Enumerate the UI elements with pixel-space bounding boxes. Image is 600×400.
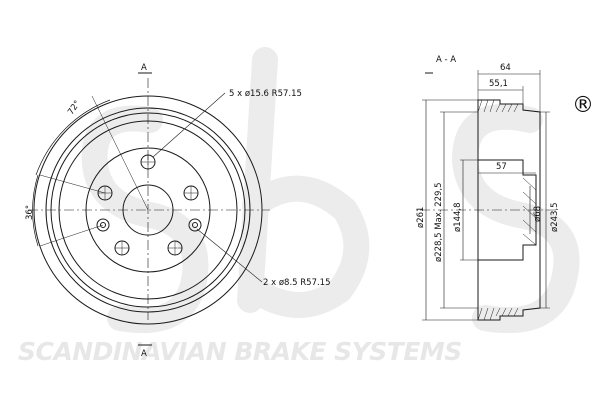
leader-small-holes	[196, 228, 263, 283]
registered-mark: ®	[572, 93, 594, 118]
bolt-hole-small	[100, 222, 106, 228]
sbs-logo-watermark	[81, 47, 580, 334]
section-view	[420, 70, 556, 321]
dim-144-8: ø144,8	[453, 202, 463, 232]
dim-64: 64	[500, 63, 511, 73]
section-marker-bottom: A	[141, 349, 147, 359]
bolt-hole-small	[96, 218, 110, 232]
bolt-hole-small	[192, 222, 198, 228]
dim-68: ø68	[533, 206, 543, 222]
bolt-hole-small	[188, 218, 202, 232]
angle-arc-36	[32, 174, 39, 247]
sbs-watermark: ® SCANDINAVIAN BRAKE SYSTEMS	[18, 47, 594, 366]
angle-arc-72	[35, 99, 111, 176]
leader-large-holes	[152, 92, 226, 158]
dim-261: ø261	[416, 207, 426, 228]
callout-small-holes: 2 x ø8.5 R57.15	[263, 278, 331, 288]
dim-243-5: ø243,5	[550, 202, 560, 232]
dim-228-5: ø228,5 Max. 229,5	[434, 182, 444, 262]
callout-large-holes: 5 x ø15.6 R57.15	[229, 89, 302, 99]
section-marker-top: A	[141, 63, 147, 73]
dim-57: 57	[496, 162, 507, 172]
angle-label-36: 36°	[25, 205, 35, 220]
front-view	[28, 72, 270, 346]
angle-label-72: 72°	[66, 99, 83, 117]
company-name-watermark: SCANDINAVIAN BRAKE SYSTEMS	[18, 337, 462, 366]
dim-55-1: 55,1	[489, 79, 508, 89]
section-title: A - A	[436, 55, 456, 65]
